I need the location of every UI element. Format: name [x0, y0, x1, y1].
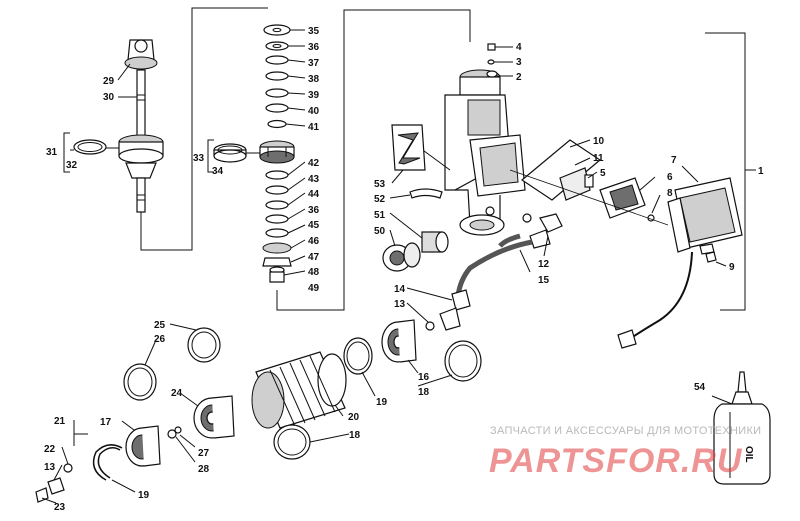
- callout-12: 12: [538, 259, 550, 270]
- callout-34: 34: [212, 166, 224, 177]
- callout-38: 38: [308, 74, 320, 85]
- callout-17: 17: [100, 417, 112, 428]
- callout-33: 33: [193, 153, 205, 164]
- callout-28: 28: [198, 464, 210, 475]
- callout-26: 26: [154, 334, 166, 345]
- callout-18-right: 18: [418, 387, 430, 398]
- callout-21: 21: [54, 416, 66, 427]
- callout-50: 50: [374, 226, 386, 237]
- cover-plate-parts: [509, 139, 669, 226]
- callout-41: 41: [308, 122, 320, 133]
- callout-52: 52: [374, 194, 386, 205]
- callout-3: 3: [516, 57, 522, 68]
- callout-44: 44: [308, 189, 320, 200]
- callout-13-lower: 13: [44, 462, 56, 473]
- callout-10: 10: [593, 136, 605, 147]
- watermark-logo-text: PARTSFOR.RU: [489, 442, 743, 478]
- callout-30: 30: [103, 92, 115, 103]
- oil-bottle-label: OIL: [743, 446, 754, 463]
- callout-36-lower: 36: [308, 205, 320, 216]
- callout-14: 14: [394, 284, 406, 295]
- callout-13-upper: 13: [394, 299, 406, 310]
- callout-20: 20: [348, 412, 360, 423]
- callout-23: 23: [54, 502, 66, 513]
- callout-49: 49: [308, 283, 320, 294]
- callout-51: 51: [374, 210, 386, 221]
- callout-54: 54: [694, 382, 706, 393]
- callout-37: 37: [308, 58, 320, 69]
- callout-4: 4: [516, 42, 522, 53]
- callout-27: 27: [198, 448, 210, 459]
- callout-11: 11: [593, 153, 604, 164]
- callout-36-upper: 36: [308, 42, 320, 53]
- shim-washer-stack: [207, 9, 471, 311]
- callout-5: 5: [600, 168, 606, 179]
- callout-16: 16: [418, 372, 430, 383]
- cylinder-assembly: [35, 319, 482, 504]
- callout-40: 40: [308, 106, 320, 117]
- callout-22: 22: [44, 444, 56, 455]
- callout-53: 53: [374, 179, 386, 190]
- callout-32: 32: [66, 160, 78, 171]
- hose-fittings: [406, 213, 563, 331]
- callout-18-lower: 18: [349, 430, 361, 441]
- watermark-tagline: ЗАПЧАСТИ И АКСЕССУАРЫ ДЛЯ МОТОТЕХНИКИ: [490, 425, 762, 437]
- gasket-part: [391, 124, 426, 184]
- callout-47: 47: [308, 252, 320, 263]
- callout-45: 45: [308, 220, 320, 231]
- callout-15: 15: [538, 275, 550, 286]
- callout-1: 1: [758, 166, 764, 177]
- callout-43: 43: [308, 174, 320, 185]
- callout-29: 29: [103, 76, 115, 87]
- callout-6: 6: [667, 172, 673, 183]
- sensor-module: [617, 32, 756, 349]
- reservoir-body: [419, 43, 526, 236]
- callout-48: 48: [308, 267, 320, 278]
- bushing-parts: [382, 188, 449, 272]
- callout-19-lower: 19: [138, 490, 150, 501]
- shock-shaft-assembly: [63, 7, 268, 251]
- callout-42: 42: [308, 158, 320, 169]
- callout-35: 35: [308, 26, 320, 37]
- callout-25: 25: [154, 320, 166, 331]
- callout-39: 39: [308, 90, 320, 101]
- callout-31: 31: [46, 147, 58, 158]
- callout-2: 2: [516, 72, 522, 83]
- callout-24: 24: [171, 388, 183, 399]
- callout-46: 46: [308, 236, 320, 247]
- watermark-logo: PARTSFOR.RU: [489, 442, 743, 478]
- callout-8: 8: [667, 188, 673, 199]
- oil-bottle: [711, 371, 771, 485]
- callout-7: 7: [671, 155, 677, 166]
- callout-19-upper: 19: [376, 397, 388, 408]
- callout-9: 9: [729, 262, 735, 273]
